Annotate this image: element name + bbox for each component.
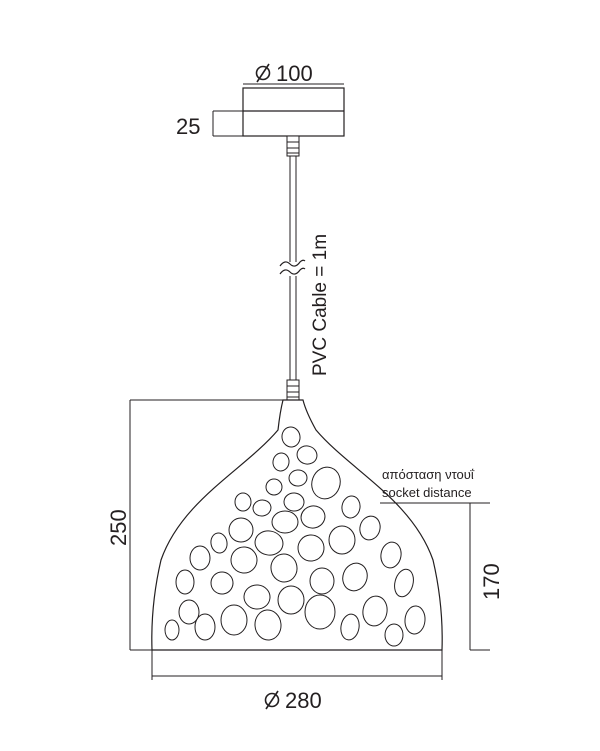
shade-holes	[164, 426, 426, 647]
shade-hole	[243, 584, 271, 610]
shade-hole	[300, 505, 326, 529]
shade-hole	[404, 605, 426, 635]
shade-hole	[254, 609, 282, 641]
shade-hole	[210, 571, 234, 595]
shade-hole	[359, 515, 381, 541]
shade-hole	[328, 525, 356, 555]
shade-hole	[341, 495, 361, 519]
canopy	[242, 87, 345, 137]
shade-hole	[265, 478, 283, 496]
shade-hole	[304, 594, 336, 630]
shade-hole	[362, 595, 388, 627]
shade-hole	[189, 545, 211, 571]
shade-hole	[340, 613, 360, 641]
shade-hole	[178, 599, 200, 625]
shade-hole	[384, 623, 404, 647]
shade-hole	[311, 466, 341, 500]
shade-hole	[175, 569, 195, 595]
shade-hole	[164, 619, 180, 641]
shade-hole	[210, 532, 228, 554]
socket-distance-note-english: socket distance	[382, 485, 472, 500]
shade-hole	[283, 492, 305, 512]
socket-distance-value: 170	[479, 563, 504, 600]
shade-hole	[220, 604, 248, 636]
shade-hole	[270, 553, 298, 583]
cable-length-label: PVC Cable = 1m	[310, 234, 331, 376]
shade-hole	[272, 452, 290, 472]
shade-hole	[342, 562, 368, 592]
shade-hole	[296, 445, 318, 465]
shade-height-value: 250	[106, 509, 131, 546]
shade-hole	[394, 568, 414, 598]
shade-diameter-value: 280	[285, 688, 322, 713]
shade-hole	[271, 510, 299, 534]
shade-hole	[254, 530, 284, 556]
canopy-diameter-dimension: 100	[243, 61, 344, 86]
diameter-icon	[264, 690, 280, 710]
shade-hole	[277, 585, 305, 615]
shade-hole	[252, 499, 272, 517]
shade-hole	[234, 492, 252, 512]
top-cable-gland	[286, 135, 300, 157]
canopy-diameter-value: 100	[276, 61, 313, 86]
shade-hole	[194, 613, 216, 641]
shade-hole	[380, 541, 402, 569]
shade-diameter-dimension	[151, 650, 443, 680]
socket-distance-dimension	[380, 502, 490, 651]
canopy-height-value: 25	[176, 114, 200, 139]
diameter-icon	[255, 63, 271, 83]
pvc-cable	[289, 156, 297, 380]
socket-distance-note-greek: απόσταση ντουΐ	[382, 467, 475, 482]
shade-hole	[228, 517, 254, 543]
canopy-height-dimension	[212, 110, 243, 137]
shade-hole	[230, 546, 258, 574]
shade-hole	[288, 469, 308, 487]
cable-break-icon	[279, 259, 306, 275]
shade-height-dimension	[129, 399, 283, 651]
bottom-cable-gland	[286, 379, 300, 401]
shade-hole	[297, 534, 325, 562]
lamp-shade	[151, 399, 443, 651]
shade-hole	[309, 567, 335, 595]
shade-hole	[281, 426, 301, 448]
